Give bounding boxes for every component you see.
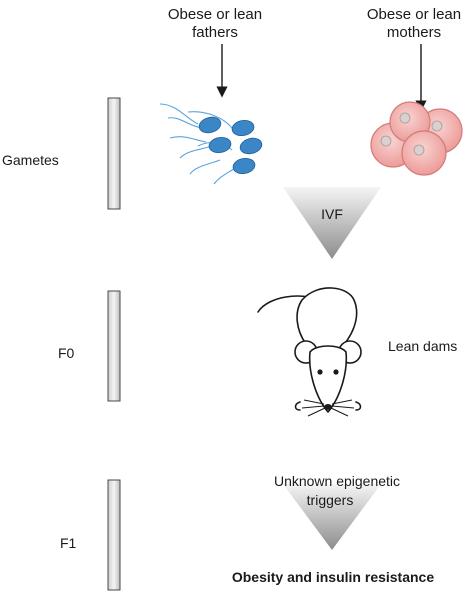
sperm-heads [198, 116, 263, 175]
mouse-icon [257, 287, 362, 413]
f1-stage-bar [107, 479, 121, 591]
epigenetic-funnel [283, 484, 381, 550]
fathers-label-line2: fathers [192, 24, 238, 41]
mouse-face [301, 369, 355, 417]
epigenetic-label-line2: triggers [307, 492, 354, 508]
epigenetic-label-line1: Unknown epigenetic [274, 473, 400, 489]
gametes-stage-bar [107, 97, 121, 210]
f1-stage-label: F1 [60, 535, 77, 551]
lean-dams-label: Lean dams [388, 338, 457, 354]
fathers-label-line1: Obese or lean [168, 6, 262, 23]
mothers-label-line1: Obese or lean [367, 6, 461, 23]
egg-cells-icon [370, 101, 463, 176]
mothers-label-line2: mothers [387, 24, 441, 41]
f0-stage-label: F0 [58, 345, 75, 361]
outcome-label: Obesity and insulin resistance [232, 569, 435, 585]
ivf-label: IVF [321, 206, 343, 222]
ivf-funnel [283, 187, 381, 259]
gametes-stage-label: Gametes [2, 152, 59, 168]
f0-stage-bar [107, 290, 121, 402]
